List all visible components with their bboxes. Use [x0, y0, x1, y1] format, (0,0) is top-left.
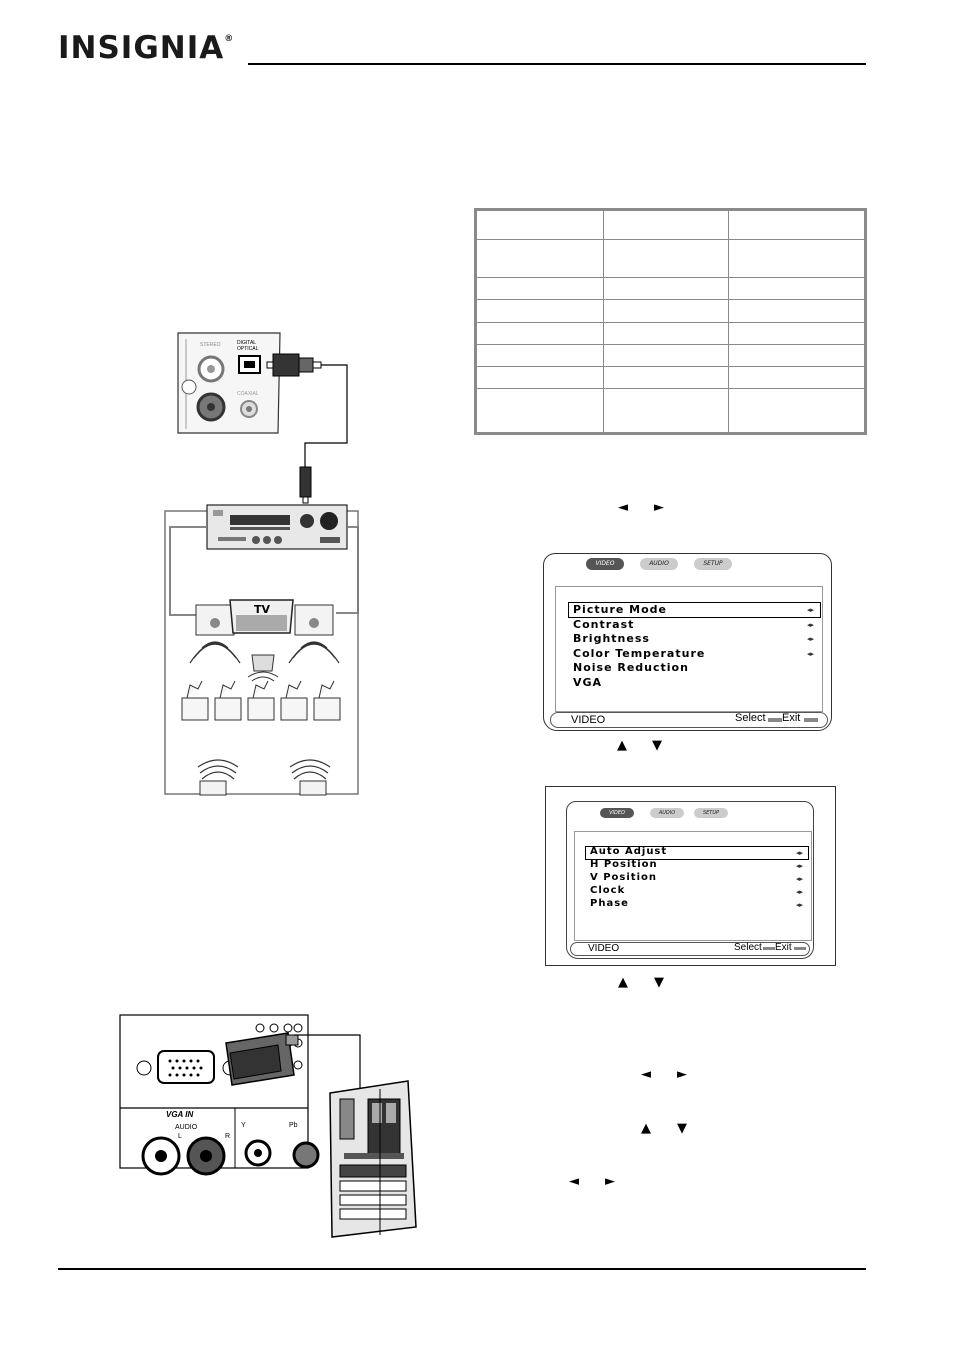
- tv-label: TV: [254, 603, 271, 616]
- exit-key-icon: [794, 947, 806, 950]
- menu-item-noise-reduction[interactable]: Noise Reduction: [573, 661, 689, 674]
- up-arrow-key: ▲: [617, 738, 627, 753]
- status-exit: Exit: [782, 712, 801, 724]
- selected-item-highlight: [585, 846, 809, 860]
- menu-panel: [574, 831, 812, 941]
- speaker-center: [251, 654, 275, 672]
- optical-plug: [272, 353, 300, 377]
- adjust-arrows-icon: ◂▸: [796, 889, 804, 896]
- select-key-icon: [768, 718, 782, 722]
- port-digital-label: DIGITAL: [237, 340, 256, 346]
- down-arrow-key: ▼: [654, 975, 664, 990]
- vga-in-label: VGA IN: [166, 1110, 193, 1119]
- left-arrow-key: ◄: [569, 1174, 579, 1189]
- menu-item-vga[interactable]: VGA: [573, 676, 603, 689]
- speaker-front-left: [189, 604, 241, 664]
- exit-key-icon: [804, 718, 818, 722]
- tab-setup[interactable]: SETUP: [694, 808, 728, 818]
- right-arrow-key: ►: [654, 500, 664, 515]
- adjust-arrows-icon: ◂▸: [807, 622, 815, 629]
- menu-item-phase[interactable]: Phase: [590, 898, 629, 909]
- adjust-arrows-icon: ◂▸: [807, 636, 815, 643]
- tab-audio[interactable]: AUDIO: [640, 558, 678, 570]
- vga-menu-osd: VIDEO AUDIO SETUP Auto Adjust H Position…: [545, 786, 836, 966]
- trademark: ®: [224, 34, 235, 44]
- header-rule: [248, 63, 866, 65]
- status-exit: Exit: [775, 942, 792, 953]
- adjust-arrows-icon: ◂▸: [807, 651, 815, 658]
- port-optical-label: OPTICAL: [237, 346, 259, 352]
- right-arrow-key: ►: [677, 1067, 687, 1082]
- status-menu-name: VIDEO: [588, 943, 620, 954]
- optical-plug-receiver: [299, 466, 312, 498]
- adjust-arrows-icon: ◂▸: [796, 863, 804, 870]
- adjust-arrows-icon: ◂▸: [796, 876, 804, 883]
- port-coaxial-label: COAXIAL: [237, 391, 259, 397]
- port-stereo-label: STEREO: [200, 342, 221, 348]
- right-arrow-key: ►: [605, 1174, 615, 1189]
- menu-item-contrast[interactable]: Contrast: [573, 618, 635, 631]
- vga-connection-diagram: VGA IN AUDIO L R Y Pb: [119, 1014, 417, 1238]
- menu-item-clock[interactable]: Clock: [590, 885, 626, 896]
- tab-video[interactable]: VIDEO: [586, 558, 624, 570]
- tab-audio[interactable]: AUDIO: [650, 808, 684, 818]
- speaker-rear-left: [197, 759, 239, 796]
- vga-cable: [294, 1034, 361, 1089]
- listening-seats: [181, 680, 341, 721]
- menu-item-picture-mode[interactable]: Picture Mode: [573, 603, 667, 616]
- menu-item-auto-adjust[interactable]: Auto Adjust: [590, 846, 668, 857]
- down-arrow-key: ▼: [677, 1121, 687, 1136]
- left-arrow-key: ◄: [618, 500, 628, 515]
- room-outline: [164, 510, 359, 795]
- status-menu-name: VIDEO: [571, 714, 606, 726]
- audio-label: AUDIO: [175, 1124, 198, 1131]
- tab-video[interactable]: VIDEO: [600, 808, 634, 818]
- left-arrow-key: ◄: [641, 1067, 651, 1082]
- menu-item-brightness[interactable]: Brightness: [573, 632, 650, 645]
- up-arrow-key: ▲: [641, 1121, 651, 1136]
- insignia-logo: INSIGNIA®: [58, 30, 234, 66]
- select-key-icon: [763, 947, 775, 950]
- status-select: Select: [735, 712, 766, 724]
- speaker-rear-right: [289, 759, 331, 796]
- brand-name: INSIGNIA: [58, 30, 225, 66]
- osd-frame: [566, 801, 814, 959]
- optical-connection-diagram: STEREO DIGITAL OPTICAL COAXIAL: [164, 332, 359, 796]
- speaker-front-right: [288, 604, 340, 664]
- down-arrow-key: ▼: [652, 738, 662, 753]
- optical-cable: [304, 364, 348, 467]
- pb-jack: [292, 1141, 320, 1169]
- adjust-arrows-icon: ◂▸: [796, 902, 804, 909]
- y-label: Y: [241, 1122, 246, 1129]
- menu-item-color-temperature[interactable]: Color Temperature: [573, 647, 706, 660]
- menu-item-v-position[interactable]: V Position: [590, 872, 657, 883]
- mount-hole: [181, 379, 197, 395]
- status-bar: [550, 712, 828, 728]
- menu-item-h-position[interactable]: H Position: [590, 859, 658, 870]
- menu-panel: [555, 586, 823, 712]
- tab-setup[interactable]: SETUP: [694, 558, 732, 570]
- left-channel-label: L: [178, 1133, 182, 1140]
- footer-rule: [58, 1268, 866, 1270]
- adjust-arrows-icon: ◂▸: [796, 850, 804, 857]
- right-channel-label: R: [225, 1133, 230, 1140]
- status-bar: [570, 942, 810, 956]
- selected-item-highlight: [568, 602, 821, 618]
- adjust-arrows-icon: ◂▸: [807, 607, 815, 614]
- up-arrow-key: ▲: [618, 975, 628, 990]
- spec-table: [474, 208, 867, 435]
- video-menu-osd: VIDEO AUDIO SETUP Picture Mode Contrast …: [543, 553, 832, 731]
- status-select: Select: [734, 942, 762, 953]
- pb-label: Pb: [289, 1122, 298, 1129]
